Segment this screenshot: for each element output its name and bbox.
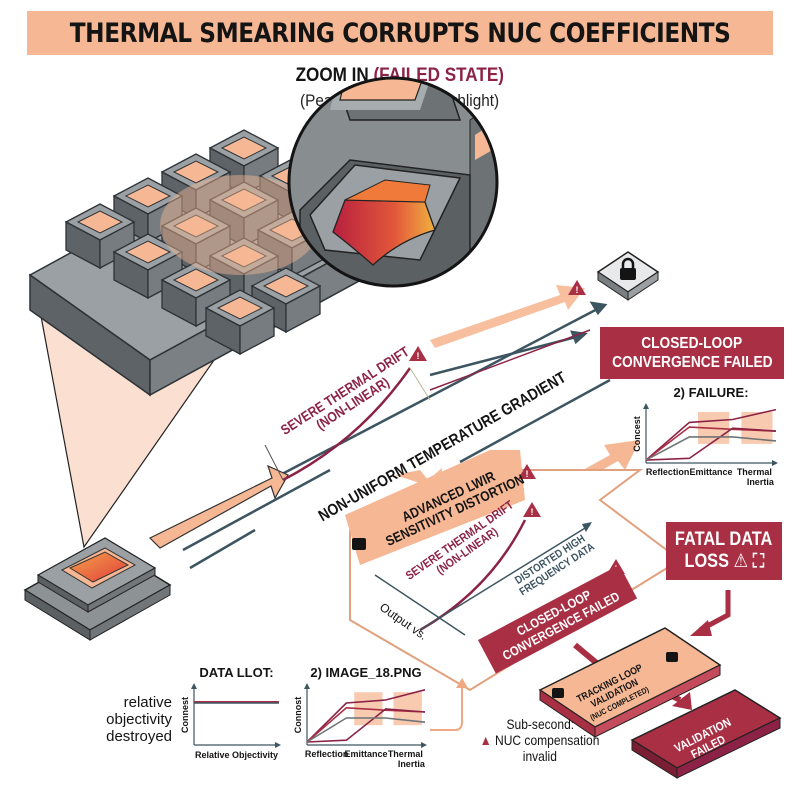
series-line-slate-trend (306, 717, 426, 743)
chart-title: 2) FAILURE: (673, 385, 748, 400)
y-axis-label: Connest (180, 697, 190, 733)
pixel-pad (124, 240, 172, 264)
x-axis-label: Relative Objectivity (195, 750, 278, 760)
detector-chip (23, 537, 172, 641)
warning-triangle-icon: ! (568, 280, 586, 295)
chart-title: DATA LLOT: (199, 665, 273, 680)
zoom-label: ZOOM IN (295, 65, 369, 86)
chart-title: 2) IMAGE_18.PNG (310, 665, 421, 680)
warped-hot-pixel (332, 199, 436, 266)
peach-arrow-top (430, 285, 585, 348)
image18-chart: 2) IMAGE_18.PNG ConnostReflectionEmittanc… (293, 665, 427, 769)
x-tick-label: Reflection (305, 749, 349, 759)
svg-text:!: ! (531, 507, 534, 517)
broken-image-icon: ⛶ (752, 551, 764, 572)
warning-triangle-icon: ▲ (480, 732, 493, 748)
pixel-cube (160, 153, 232, 220)
series-line-slate-trend (645, 436, 777, 461)
pixel-pad (172, 214, 220, 238)
x-tick-label: Reflection (646, 467, 690, 477)
validation-failed-slab (630, 689, 782, 779)
pixel-pad (220, 136, 268, 160)
series-line-upper-red (306, 689, 426, 743)
y-axis-arrow (643, 403, 649, 409)
drift-curve-top (282, 367, 412, 482)
pixel-cube (112, 233, 184, 300)
closed-loop-failed-box: CLOSED-LOOP CONVERGENCE FAILED (600, 327, 784, 379)
x-axis-arrow (421, 742, 427, 748)
padlock-icon (352, 538, 366, 550)
x-tick-label: Thermal (737, 467, 772, 477)
padlock-icon (666, 652, 678, 662)
x-tick-label: Inertia (747, 477, 775, 487)
title-banner: THERMAL SMEARING CORRUPTS NUC COEFFICIEN… (27, 11, 773, 55)
svg-text:!: ! (417, 351, 420, 361)
pixel-cube (112, 177, 184, 244)
svg-text:!: ! (576, 285, 579, 295)
pixel-cube (64, 203, 136, 270)
pixel-cube (160, 261, 232, 328)
pixel-pad (172, 268, 220, 292)
series-line-low-red (306, 708, 426, 743)
peach-feedback-arrow (430, 683, 463, 731)
pixel-pad (172, 160, 220, 184)
x-axis-arrow (772, 460, 778, 466)
padlock-icon (552, 688, 564, 698)
series-line-low-red (645, 427, 777, 461)
relative-objectivity-note: relative objectivity destroyed (106, 694, 172, 745)
lwir-panel (345, 450, 682, 692)
subsecond-note: Sub-second: ▲ NUC compensation invalid (480, 716, 600, 764)
series-line-upper-red (645, 408, 777, 461)
lock-tile (596, 251, 660, 301)
pixel-pad (220, 188, 268, 212)
pixel-cube (204, 289, 276, 356)
pixel-pad (220, 244, 268, 268)
pixel-cube (160, 207, 232, 274)
fatal-data-loss-box: FATAL DATA LOSS ⚠ ⛶ (666, 522, 782, 580)
x-tick-label: Thermal (388, 749, 423, 759)
y-axis-label: Connost (293, 697, 303, 734)
warning-triangle-icon: ⚠ (733, 551, 748, 572)
x-tick-label: Emittance (344, 749, 387, 759)
warning-triangle-icon: ! (523, 502, 541, 517)
y-axis-label: Concest (632, 416, 642, 452)
pixel-pad (76, 210, 124, 234)
pixel-pad (262, 274, 310, 298)
x-tick-label: Inertia (398, 759, 426, 769)
peach-arrow-left (148, 464, 289, 549)
fatal-arrow (698, 590, 731, 633)
page-title: THERMAL SMEARING CORRUPTS NUC COEFFICIEN… (69, 17, 731, 49)
y-axis-arrow (191, 683, 197, 689)
warning-triangle-icon: ! (518, 464, 536, 479)
svg-text:!: ! (526, 469, 529, 479)
y-axis-arrow (304, 683, 310, 689)
padlock-icon (620, 268, 636, 280)
pixel-cube (208, 129, 280, 196)
warning-triangle-icon: ! (409, 346, 427, 361)
pixel-pad (124, 184, 172, 208)
magnifier-beam (160, 175, 320, 275)
x-axis-arrow (275, 742, 281, 748)
zoom-lens (287, 76, 499, 288)
x-tick-label: Emittance (689, 467, 732, 477)
pixel-pad (216, 296, 264, 320)
